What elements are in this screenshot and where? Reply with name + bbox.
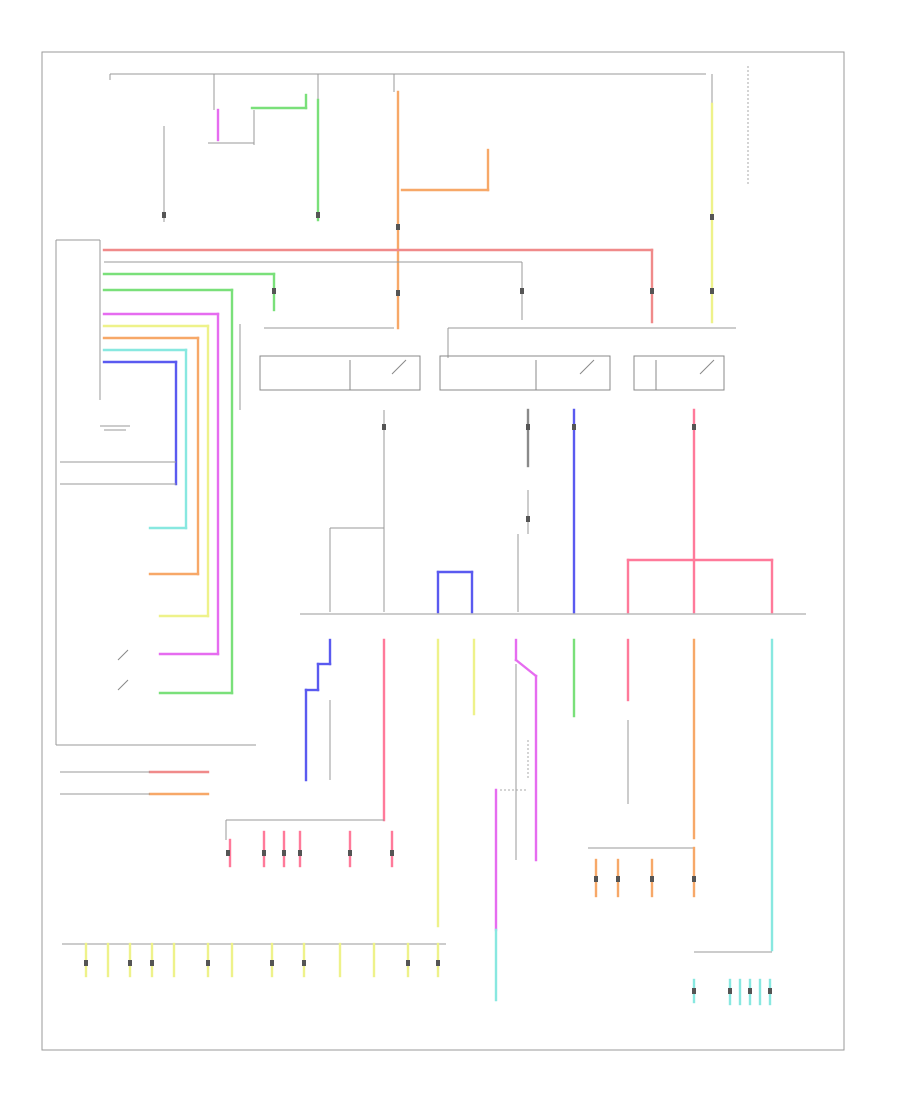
- connector-icon: [406, 960, 410, 966]
- left-lower-switches: [60, 649, 210, 796]
- connector-icon: [262, 850, 266, 856]
- connector-icon: [206, 960, 210, 966]
- relay-switch-icon: [259, 355, 421, 391]
- connector-icon: [270, 960, 274, 966]
- connector-icon: [520, 288, 524, 294]
- connector-icon: [162, 212, 166, 218]
- connector-icon: [84, 960, 88, 966]
- module-wires: [60, 248, 654, 695]
- connector-icon: [650, 288, 654, 294]
- connector-icon: [128, 960, 132, 966]
- connector-icon: [298, 850, 302, 856]
- connector-icon: [768, 988, 772, 994]
- connector-icon: [396, 290, 400, 296]
- connector-icon: [692, 988, 696, 994]
- connector-icon: [692, 876, 696, 882]
- connector-icon: [710, 214, 714, 220]
- connector-icon: [348, 850, 352, 856]
- relay-block: [239, 324, 736, 410]
- connector-icon: [436, 960, 440, 966]
- lower-circuits: [225, 638, 774, 1006]
- connector-icon: [616, 876, 620, 882]
- connector-icon: [226, 850, 230, 856]
- relay-switch-icon: [633, 355, 725, 391]
- connector-icon: [316, 212, 320, 218]
- connector-icon: [272, 288, 276, 294]
- orange-feed: [393, 74, 490, 330]
- top-power-bus: [109, 66, 749, 184]
- connector-icon: [150, 960, 154, 966]
- fuse-column-1: [208, 74, 308, 145]
- connector-icon: [710, 288, 714, 294]
- connector-icon: [382, 424, 386, 430]
- connector-icon: [302, 960, 306, 966]
- control-module-left: [55, 239, 256, 746]
- ground-bus: [62, 942, 446, 978]
- connector-icon: [728, 988, 732, 994]
- connector-icon: [282, 850, 286, 856]
- connector-icon: [572, 424, 576, 430]
- connector-markers: [84, 212, 772, 994]
- connector-icon: [650, 876, 654, 882]
- connector-icon: [390, 850, 394, 856]
- relay-outputs: [329, 408, 774, 614]
- connector-icon: [692, 424, 696, 430]
- connector-icon: [594, 876, 598, 882]
- connector-icon: [526, 516, 530, 522]
- connector-icon: [396, 224, 400, 230]
- connector-icon: [748, 988, 752, 994]
- connector-icon: [526, 424, 530, 430]
- diagram-frame: [41, 51, 845, 1051]
- ground-icon: [100, 425, 130, 431]
- relay-switch-icon: [439, 355, 611, 391]
